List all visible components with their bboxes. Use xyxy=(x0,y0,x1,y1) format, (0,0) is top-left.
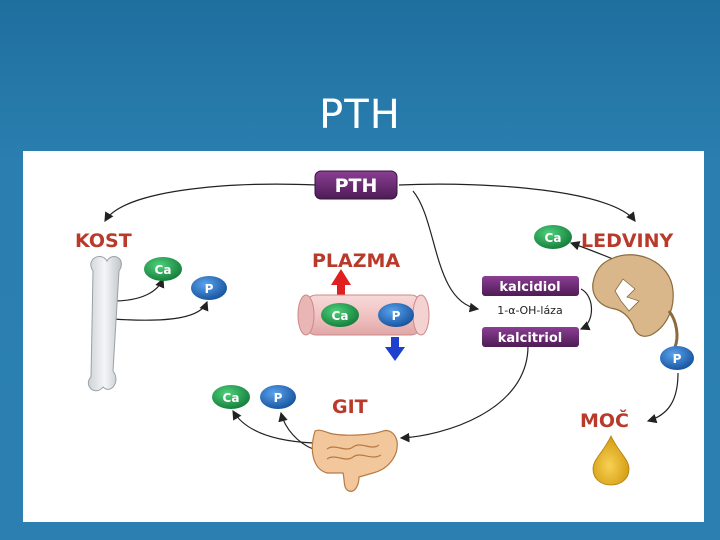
pth-diagram: PTH KOST Ca P PLAZMA Ca P Ca xyxy=(75,170,694,492)
kost-p-node: P xyxy=(191,276,227,300)
arrow-git-to-ca xyxy=(232,409,314,444)
plazma-p-label: P xyxy=(392,309,401,323)
diagram-panel: PTH KOST Ca P PLAZMA Ca P Ca xyxy=(23,151,704,522)
arrow-pth-to-ledviny xyxy=(398,183,636,222)
bone-image xyxy=(87,256,122,392)
arrow-kalcidiol-to-kalcitriol xyxy=(579,288,593,331)
kalcidiol-label: kalcidiol xyxy=(499,280,560,295)
plazma-p-down-arrow xyxy=(385,337,405,361)
plazma-ca-label: Ca xyxy=(332,309,349,323)
plazma-ca-up-arrow xyxy=(331,269,351,297)
git-ca-label: Ca xyxy=(223,391,240,405)
urine-drop-image xyxy=(592,435,630,486)
git-label: GIT xyxy=(332,396,368,418)
arrow-pth-to-kost xyxy=(104,183,318,223)
plazma-ca-node: Ca xyxy=(321,303,359,327)
kidney-image xyxy=(592,254,679,348)
kost-ca-label: Ca xyxy=(155,263,172,277)
ledviny-ca-node: Ca xyxy=(534,225,572,249)
kalcidiol-node: kalcidiol xyxy=(482,276,579,296)
plazma-label: PLAZMA xyxy=(312,250,400,272)
ledviny-p-node: P xyxy=(660,346,694,370)
git-ca-node: Ca xyxy=(212,385,250,409)
arrow-kost-to-p xyxy=(112,300,209,321)
arrow-pth-to-kalcitriol xyxy=(412,190,480,313)
kalcitriol-label: kalcitriol xyxy=(498,331,563,346)
kost-p-label: P xyxy=(205,282,214,296)
connector-arrows xyxy=(104,183,679,450)
kalcitriol-node: kalcitriol xyxy=(482,327,579,347)
git-p-label: P xyxy=(274,391,283,405)
pth-label: PTH xyxy=(335,175,378,197)
kost-ca-node: Ca xyxy=(144,257,182,281)
git-p-node: P xyxy=(260,385,296,409)
ledviny-label: LEDVINY xyxy=(581,230,674,252)
intestine-image xyxy=(311,429,398,492)
arrow-kalcitriol-to-git xyxy=(399,345,529,443)
ledviny-ca-label: Ca xyxy=(545,231,562,245)
pth-node: PTH xyxy=(314,170,398,200)
arrow-git-to-p xyxy=(278,411,314,450)
arrow-p-to-moc xyxy=(646,372,679,424)
slide-title: PTH xyxy=(319,92,401,138)
plazma-p-node: P xyxy=(378,303,414,327)
arrow-ledviny-to-ca xyxy=(569,241,614,260)
moc-label: MOČ xyxy=(580,408,629,432)
kost-label: KOST xyxy=(75,230,132,252)
enzyme-label: 1-α-OH-láza xyxy=(497,304,562,317)
arrow-kost-to-ca xyxy=(112,277,165,302)
ledviny-p-label: P xyxy=(673,352,682,366)
